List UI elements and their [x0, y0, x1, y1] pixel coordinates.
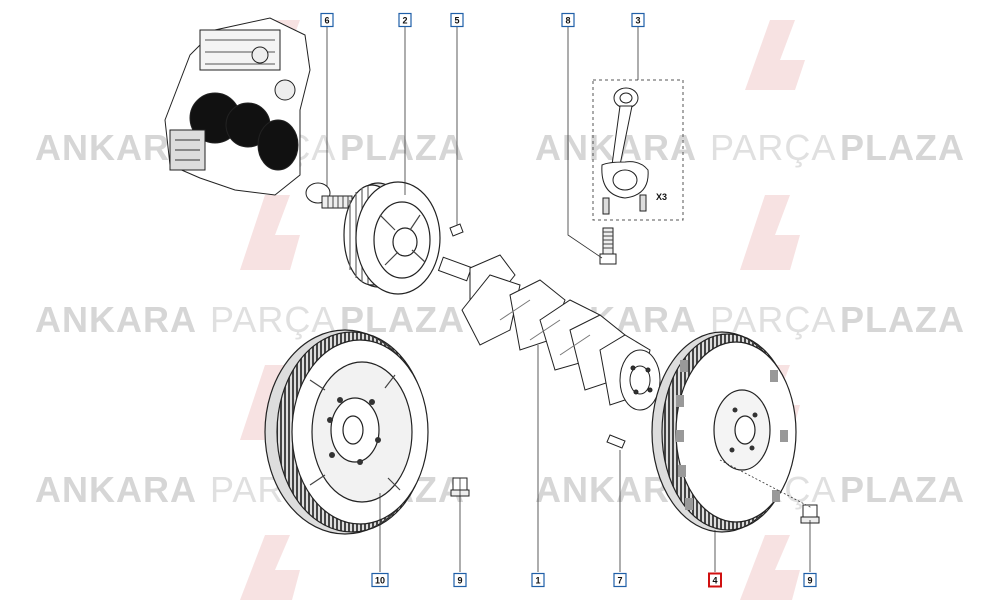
pulley-bolt-part — [305, 182, 353, 209]
callout-10: 10 — [371, 572, 389, 588]
callout-box — [803, 572, 817, 588]
watermark-word: PLAZA — [340, 127, 465, 168]
callout-2: 2 — [398, 12, 412, 28]
callout-box — [561, 12, 575, 28]
callout-6: 6 — [320, 12, 334, 28]
dowel-pin-part — [606, 434, 626, 449]
callout-9: 9 — [803, 572, 817, 588]
connecting-rod-part — [601, 87, 649, 215]
watermark-logo — [740, 535, 800, 600]
watermark-logo — [740, 195, 800, 270]
callout-label: 3 — [635, 16, 640, 26]
dual-mass-flywheel-part — [264, 329, 429, 535]
callout-box — [631, 12, 645, 28]
watermark-logo — [240, 195, 300, 270]
callout-box — [708, 572, 722, 588]
watermark-word: ANKARA — [35, 299, 197, 340]
crankshaft-part — [437, 254, 661, 411]
watermark-word: PARÇA — [710, 127, 836, 168]
watermark-logo — [745, 20, 805, 90]
callout-box — [320, 12, 334, 28]
watermark-text-row: ANKARA PARÇA PLAZA ANKARA PARÇA PLAZA — [35, 469, 965, 510]
watermark-word: PLAZA — [840, 127, 965, 168]
callout-9: 9 — [453, 572, 467, 588]
watermark-word: ANKARA — [35, 469, 197, 510]
callout-4: 4 — [708, 572, 722, 588]
watermark-word: PLAZA — [840, 469, 965, 510]
callout-box — [453, 572, 467, 588]
callout-label: 4 — [712, 576, 717, 586]
connecting-rod-group: X3 — [592, 79, 684, 221]
callout-box — [371, 572, 389, 588]
callout-5: 5 — [450, 12, 464, 28]
callout-label: 1 — [535, 576, 540, 586]
watermark-logo — [240, 535, 300, 600]
callout-label: 5 — [454, 16, 459, 26]
callout-label: 9 — [807, 576, 812, 586]
callout-label: 7 — [617, 576, 622, 586]
callout-label: 10 — [375, 576, 385, 586]
engine-illustration — [164, 17, 311, 196]
woodruff-key-part — [449, 223, 464, 237]
callout-label: 9 — [457, 576, 462, 586]
watermark-word: PLAZA — [840, 299, 965, 340]
callout-box — [531, 572, 545, 588]
quantity-label: X3 — [656, 192, 667, 202]
callout-box — [613, 572, 627, 588]
flywheel-part — [651, 331, 797, 533]
callout-label: 8 — [565, 16, 570, 26]
callout-box — [398, 12, 412, 28]
callout-1: 1 — [531, 572, 545, 588]
rod-bolt-part — [599, 227, 617, 265]
callout-label: 6 — [324, 16, 329, 26]
callout-label: 2 — [402, 16, 407, 26]
callout-layer: 6 2 5 8 3 10 9 1 7 4 9 — [320, 12, 817, 588]
leader-lines — [326, 27, 813, 572]
callout-8: 8 — [561, 12, 575, 28]
callout-box — [450, 12, 464, 28]
callout-7: 7 — [613, 572, 627, 588]
crankshaft-pulley-part — [343, 181, 441, 295]
watermark-word: PARÇA — [210, 299, 336, 340]
callout-3: 3 — [631, 12, 645, 28]
